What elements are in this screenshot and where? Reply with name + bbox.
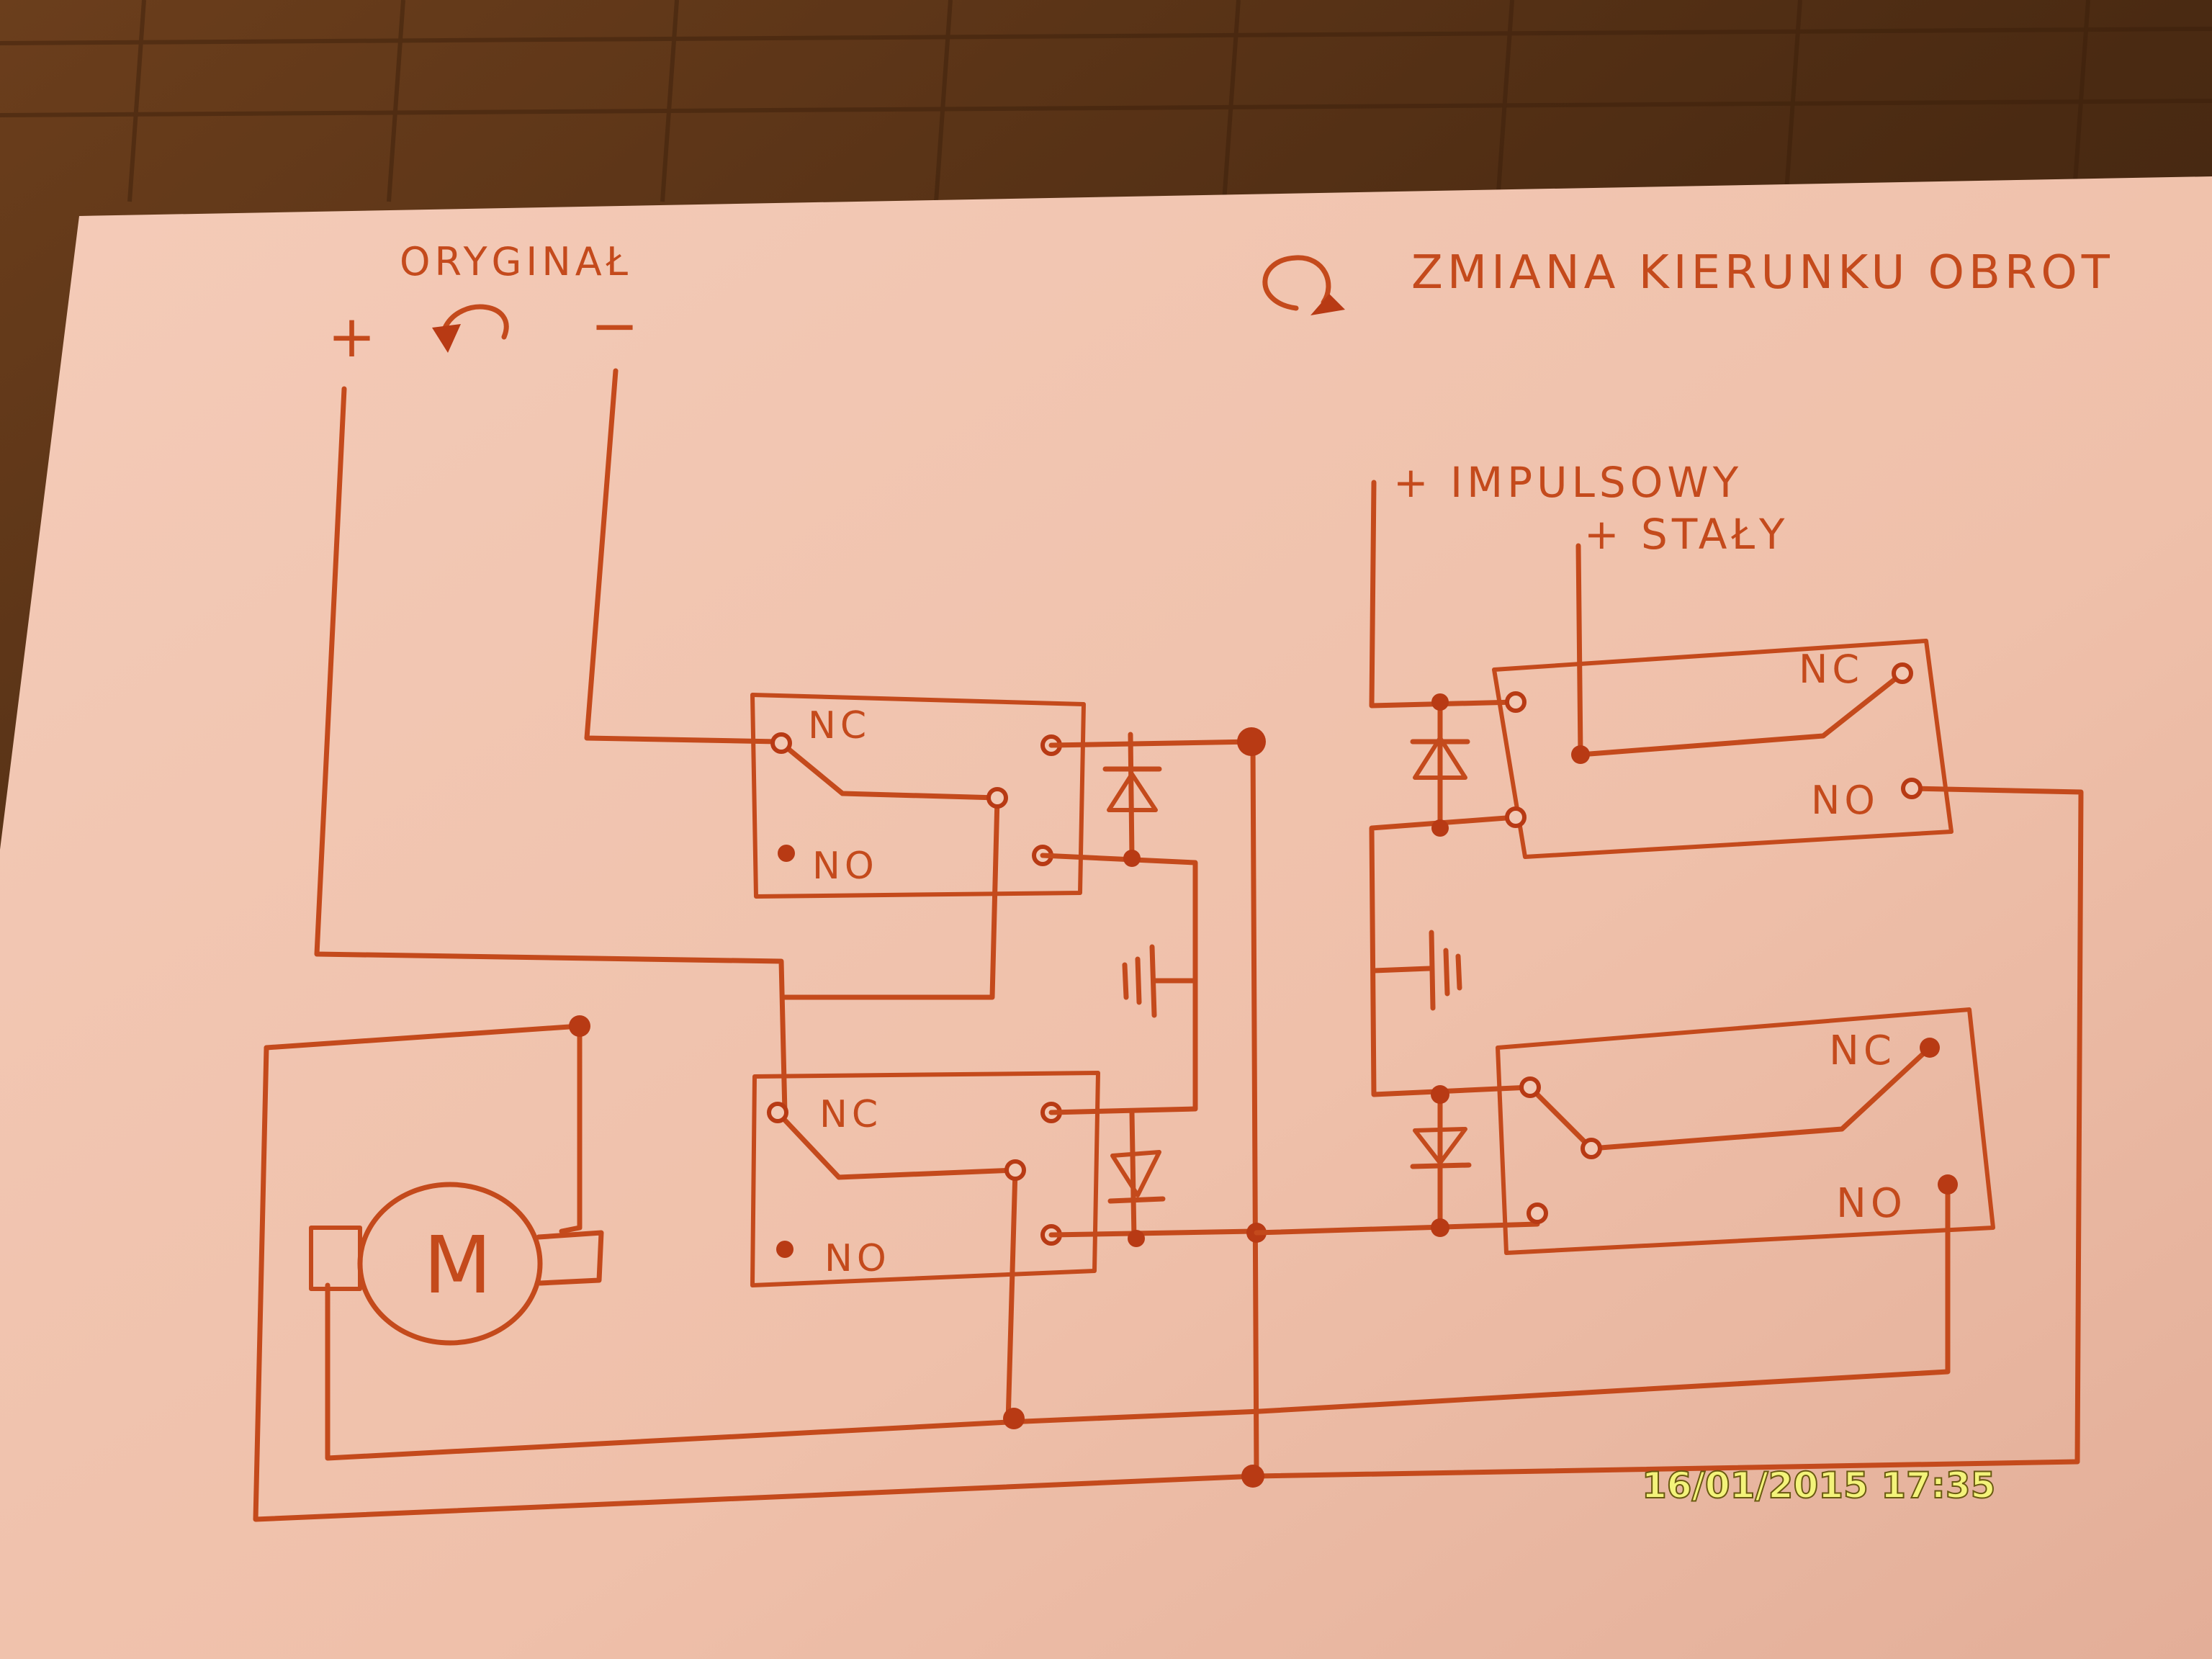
photo-timestamp: 16/01/2015 17:35 [1642, 1465, 1995, 1506]
relay-1: NC NO [750, 693, 1086, 899]
diode-icon [1102, 732, 1162, 867]
relay-1-nc-label: NC [808, 704, 871, 747]
relay-2: NC NO [750, 1071, 1100, 1287]
rotation-cw-icon [1262, 255, 1345, 315]
constant-supply-label: + STAŁY [1584, 510, 1789, 559]
relay-3-nc-label: NC [1799, 647, 1863, 692]
relay-2-nc-label: NC [819, 1093, 882, 1136]
motor-label: M [423, 1219, 496, 1311]
floor-parquet [0, 0, 2212, 202]
original-plus-sign: + [328, 303, 380, 370]
diode-icon [1410, 1085, 1472, 1237]
left-wiring [253, 368, 2084, 1522]
original-minus-sign: − [590, 292, 643, 359]
paper-sheet [0, 176, 2212, 1659]
center-coil-network [569, 727, 1267, 1488]
relay-4: NC NO [1496, 1007, 1995, 1255]
original-title: ORYGINAŁ [400, 239, 632, 284]
impulse-supply-label: + IMPULSOWY [1393, 458, 1743, 507]
relay-4-no-label: NO [1836, 1180, 1907, 1227]
diode-icon [1410, 693, 1470, 837]
relay-1-no-label: NO [812, 845, 878, 888]
relay-2-no-label: NO [824, 1237, 891, 1280]
relay-4-nc-label: NC [1829, 1028, 1896, 1074]
rotation-ccw-icon [432, 304, 509, 353]
diode-icon [1107, 1110, 1166, 1247]
capacitor-icon [1371, 930, 1462, 1011]
direction-change-title: ZMIANA KIERUNKU OBROT [1411, 246, 2114, 300]
relay-3: NC NO [1492, 639, 1954, 859]
relay-3-no-label: NO [1811, 778, 1879, 823]
capacitor-icon [1122, 944, 1198, 1018]
motor-icon: M [309, 1182, 604, 1346]
